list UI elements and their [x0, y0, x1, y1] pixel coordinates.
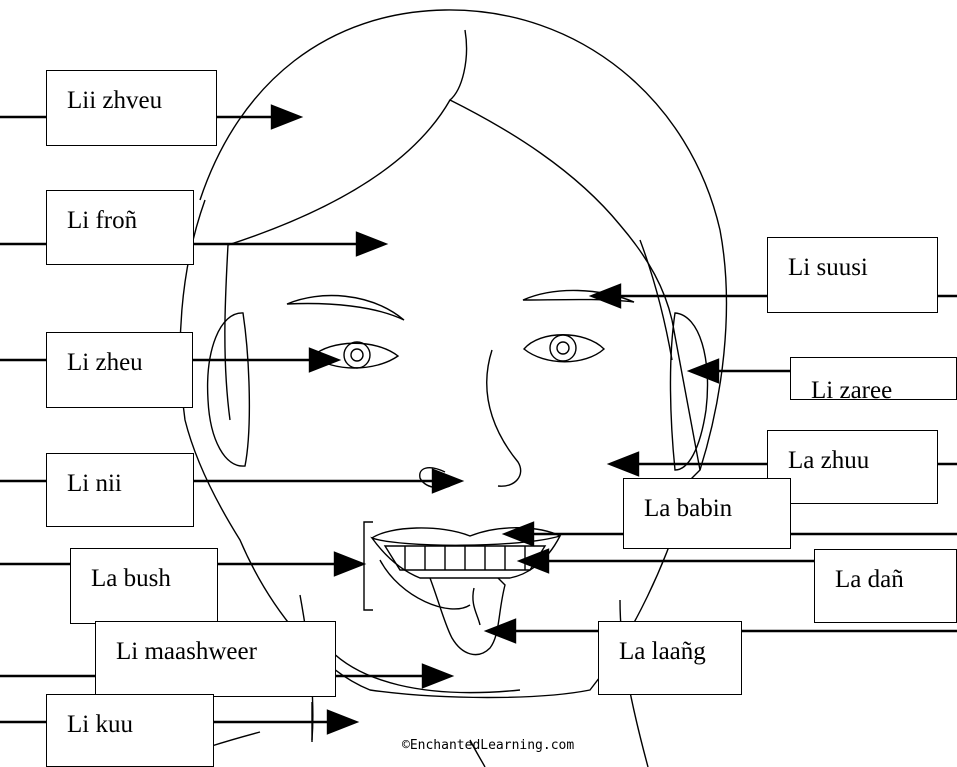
label-hair: Lii zhveu [46, 70, 217, 146]
mouth-bracket [364, 522, 373, 610]
bangs-line [225, 100, 450, 420]
tongue-groove [473, 588, 480, 625]
arrowhead-hair [272, 106, 300, 128]
teeth-dividers [405, 546, 525, 570]
label-cheek: La zhuu [767, 430, 938, 504]
left-ear [208, 313, 250, 466]
credit-text: ©EnchantedLearning.com [402, 738, 574, 753]
arrowhead-teeth [520, 550, 548, 572]
arrowhead-nose [433, 470, 461, 492]
arrowhead-forehead [357, 233, 385, 255]
arrowhead-chin [423, 665, 451, 687]
arrowhead-neck [328, 711, 356, 733]
label-ear: Li zaree [790, 357, 957, 400]
arrowhead-cheek [610, 453, 638, 475]
label-eyebrow: Li suusi [767, 237, 938, 313]
label-lip: La babin [623, 478, 791, 549]
left-iris [344, 342, 370, 368]
label-mouth: La bush [70, 548, 218, 624]
label-eye: Li zheu [46, 332, 193, 408]
right-eye-outline [524, 335, 604, 362]
label-neck: Li kuu [46, 694, 214, 767]
label-chin: Li maashweer [95, 621, 336, 697]
arrowhead-tongue [487, 620, 515, 642]
label-forehead: Li froñ [46, 190, 194, 265]
label-teeth: La dañ [814, 549, 957, 623]
tongue [430, 578, 505, 655]
arrowhead-eyebrow [592, 285, 620, 307]
left-eyebrow [287, 296, 404, 320]
right-iris [550, 335, 576, 361]
nose-line [487, 350, 521, 486]
arrowhead-eye [310, 349, 338, 371]
label-nose: Li nii [46, 453, 194, 527]
right-pupil [557, 342, 569, 354]
left-pupil [351, 349, 363, 361]
label-tongue: La laañg [598, 621, 742, 695]
arrowhead-lip [505, 523, 533, 545]
right-ear [670, 313, 707, 470]
arrowhead-ear [690, 360, 718, 382]
hair-part [450, 30, 700, 470]
arrowhead-mouth [335, 553, 363, 575]
